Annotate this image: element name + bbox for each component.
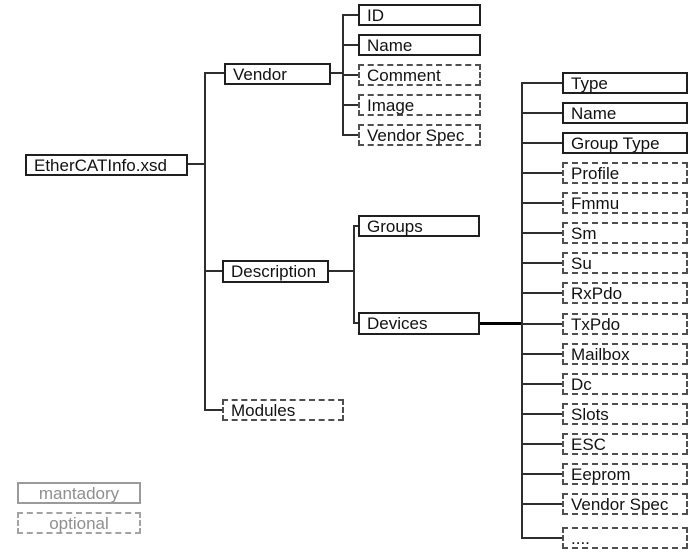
connector-line [353, 225, 360, 227]
node-device-vendor-spec: Vendor Spec [562, 493, 688, 515]
node-eeprom: Eeprom [562, 463, 688, 485]
connector-line [328, 270, 353, 272]
connector-line [204, 72, 206, 411]
legend-mandatory: mantadory [17, 482, 141, 504]
connector-line [523, 413, 562, 415]
connector-line [204, 270, 223, 272]
node-rxpdo: RxPdo [562, 282, 688, 304]
connector-line [523, 537, 562, 539]
node-mailbox: Mailbox [562, 343, 688, 365]
node-vendor: Vendor [224, 63, 331, 85]
node-modules: Modules [222, 399, 344, 421]
node-image: Image [358, 94, 481, 116]
node-devices: Devices [358, 312, 480, 335]
node-ethercatinfo-root: EtherCATInfo.xsd [25, 154, 188, 176]
connector-line [204, 409, 223, 411]
connector-line [342, 134, 358, 136]
connector-line [523, 473, 562, 475]
node-id: ID [358, 4, 481, 26]
connector-line [353, 225, 355, 324]
node-device-name: Name [562, 102, 688, 124]
node-fmmu: Fmmu [562, 192, 688, 214]
node-vendor-name: Name [358, 34, 481, 56]
node-comment: Comment [358, 64, 481, 86]
connector-line [480, 322, 522, 325]
node-description: Description [222, 260, 329, 283]
connector-line [342, 74, 358, 76]
connector-line [342, 44, 358, 46]
connector-line [523, 142, 562, 144]
connector-line [521, 82, 523, 539]
connector-line [353, 322, 360, 324]
connector-line [523, 292, 562, 294]
connector-line [523, 503, 562, 505]
node-vendor-spec: Vendor Spec [358, 124, 481, 146]
node-groups: Groups [358, 215, 480, 237]
node-ellipsis: .... [562, 527, 688, 549]
node-sm: Sm [562, 222, 688, 244]
node-txpdo: TxPdo [562, 313, 688, 335]
connector-line [523, 172, 562, 174]
connector-line [523, 262, 562, 264]
connector-line [523, 232, 562, 234]
connector-line [523, 112, 562, 114]
connector-line [523, 323, 562, 325]
node-slots: Slots [562, 403, 688, 425]
connector-line [330, 72, 342, 74]
node-esc: ESC [562, 433, 688, 455]
connector-line [204, 72, 224, 74]
connector-line [342, 104, 358, 106]
connector-line [523, 353, 562, 355]
connector-line [523, 443, 562, 445]
node-type: Type [562, 72, 688, 94]
node-su: Su [562, 252, 688, 274]
connector-line [523, 202, 562, 204]
connector-line [187, 163, 205, 165]
node-group-type: Group Type [562, 132, 688, 154]
node-dc: Dc [562, 373, 688, 395]
connector-line [342, 14, 358, 16]
connector-line [523, 82, 562, 84]
connector-line [523, 383, 562, 385]
node-profile: Profile [562, 162, 688, 184]
legend-optional: optional [17, 512, 141, 534]
